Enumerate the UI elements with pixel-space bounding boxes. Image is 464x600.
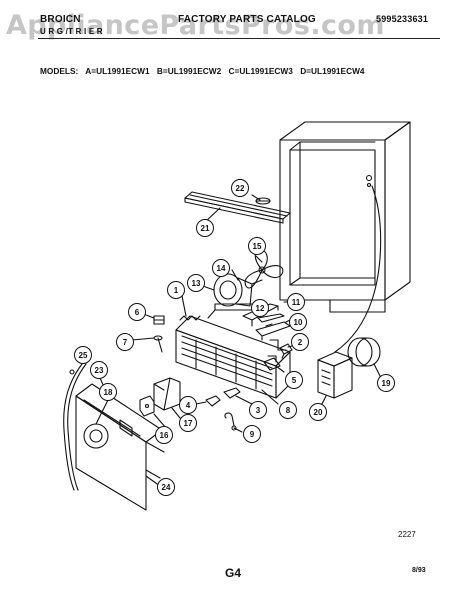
- drawing-reference-number: 2227: [398, 530, 416, 539]
- callout-1: 1: [167, 281, 185, 299]
- power-cord-part: [63, 363, 87, 491]
- callout-11: 11: [287, 293, 305, 311]
- callout-label: 12: [256, 304, 265, 313]
- callout-label: 23: [95, 366, 104, 375]
- callout-label: 1: [174, 286, 179, 295]
- watermark: AppliancePartsPros.com: [6, 10, 385, 41]
- callout-10: 10: [289, 313, 307, 331]
- callout-23: 23: [90, 361, 108, 379]
- bracket-11-part: [257, 313, 285, 323]
- callout-label: 16: [160, 431, 169, 440]
- fan-blade-part: [244, 249, 284, 289]
- callout-22: 22: [231, 179, 249, 197]
- callout-3: 3: [249, 401, 267, 419]
- cabinet-liner-part: [279, 121, 411, 313]
- callout-label: 21: [201, 224, 210, 233]
- models-label: MODELS:: [40, 66, 79, 76]
- clip-8-part: [261, 389, 279, 405]
- callout-label: 18: [104, 388, 113, 397]
- brand-label: BROICN: [40, 14, 81, 25]
- condenser-coil-part: [175, 315, 291, 399]
- clip-16-part: [139, 395, 155, 417]
- callout-8: 8: [279, 401, 297, 419]
- callout-12: 12: [251, 299, 269, 317]
- screw-9-part: [224, 412, 237, 431]
- end-cap-part: [347, 337, 381, 367]
- callout-label: 11: [292, 298, 301, 307]
- callout-layer: 1234567891011121314151617181920212223242…: [74, 179, 395, 496]
- callout-9: 9: [243, 425, 261, 443]
- callout-label: 8: [286, 406, 291, 415]
- bracket-3-part: [223, 387, 249, 403]
- clip-2-part: [279, 343, 293, 359]
- callout-label: 5: [292, 376, 297, 385]
- callout-6: 6: [128, 303, 146, 321]
- callout-label: 7: [123, 338, 128, 347]
- callout-17: 17: [179, 414, 197, 432]
- callout-label: 6: [135, 308, 140, 317]
- shroud-17-part: [153, 377, 181, 411]
- bracket-4-part: [205, 395, 221, 407]
- bracket-10-part: [255, 321, 291, 341]
- callout-label: 20: [314, 408, 323, 417]
- screw-22-part: [255, 197, 271, 205]
- model-d: D=UL1991ECW4: [300, 66, 365, 76]
- callout-24: 24: [157, 478, 175, 496]
- callout-5: 5: [285, 371, 303, 389]
- callout-label: 22: [236, 184, 245, 193]
- callout-label: 13: [192, 279, 201, 288]
- callout-label: 4: [186, 401, 191, 410]
- models-line: MODELS: A=UL1991ECW1 B=UL1991ECW2 C=UL19…: [40, 66, 370, 76]
- callout-20: 20: [309, 403, 327, 421]
- callout-label: 19: [382, 379, 391, 388]
- header-rule: [38, 38, 440, 39]
- bracket-bar-part: [184, 191, 291, 224]
- model-b: B=UL1991ECW2: [156, 66, 222, 76]
- callout-18: 18: [99, 383, 117, 401]
- rear-panel-part: [75, 383, 165, 511]
- catalog-part-number: 5995233631: [376, 14, 429, 24]
- callout-21: 21: [196, 219, 214, 237]
- screw-7-part: [153, 335, 163, 353]
- callout-19: 19: [377, 374, 395, 392]
- grommet-6-part: [153, 315, 165, 325]
- product-subtitle: U R G /T R I E R: [40, 27, 103, 36]
- drain-tube-part: [334, 185, 382, 353]
- callout-label: 9: [250, 430, 255, 439]
- callout-label: 2: [298, 338, 303, 347]
- control-box-part: [317, 351, 353, 399]
- callout-label: 17: [184, 419, 193, 428]
- callout-label: 3: [256, 406, 261, 415]
- catalog-title: FACTORY PARTS CATALOG: [178, 14, 316, 25]
- callout-13: 13: [187, 274, 205, 292]
- callout-16: 16: [155, 426, 173, 444]
- callout-2: 2: [291, 333, 309, 351]
- callout-14: 14: [212, 259, 230, 277]
- date-code: 8/93: [412, 567, 426, 574]
- fan-grille-part: [83, 423, 109, 449]
- clip-5-part: [263, 357, 281, 371]
- model-c: C=UL1991ECW3: [228, 66, 293, 76]
- callout-15: 15: [248, 237, 266, 255]
- page-code: G4: [225, 566, 242, 580]
- callout-25: 25: [74, 346, 92, 364]
- callout-label: 24: [162, 483, 171, 492]
- callout-label: 10: [294, 318, 303, 327]
- callout-label: 25: [79, 351, 88, 360]
- callout-4: 4: [179, 396, 197, 414]
- callout-7: 7: [116, 333, 134, 351]
- callout-label: 15: [253, 242, 262, 251]
- callout-label: 14: [217, 264, 226, 273]
- model-a: A=UL1991ECW1: [85, 66, 150, 76]
